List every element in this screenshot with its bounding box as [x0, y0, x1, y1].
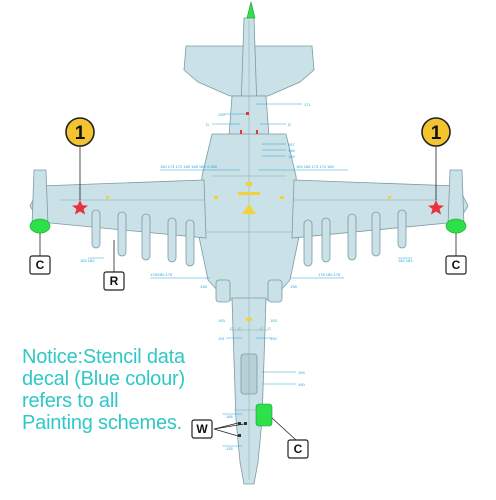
callout-r-label: R: [110, 274, 119, 288]
callout-1-right: 1: [421, 117, 451, 200]
stencil-196: 196: [288, 148, 295, 153]
stencil-197: 197: [288, 142, 295, 147]
stencil-192: 192: [270, 336, 277, 341]
store-right-5: [397, 209, 407, 249]
nose-panel-green: [255, 403, 273, 427]
stencil-c4: C: [268, 326, 271, 331]
stencil-c2: C: [238, 326, 241, 331]
stencil-under-left: 183 182: [80, 258, 95, 263]
stencil-190: 190: [298, 382, 305, 387]
left-wingtip-pod: [31, 169, 49, 227]
notice-line-1: Notice:Stencil data: [22, 346, 185, 368]
callout-c-right: C: [445, 233, 467, 275]
stencil-wing-row-left: 160 174 172 169 168 169 4 168: [160, 164, 217, 169]
panel-lines: [60, 20, 438, 480]
yellow-markings: [106, 182, 391, 321]
stencil-c1: C: [230, 326, 233, 331]
callout-1-left: 1: [65, 117, 95, 200]
stencil-labels: 171 139 D D 197 196 189 160 174 172 169 …: [80, 102, 413, 451]
fin-tip-green: [246, 1, 256, 19]
callout-c-left-label: C: [36, 258, 45, 272]
stencil-leaders: [88, 103, 412, 447]
stencil-189: 189: [288, 154, 295, 159]
stencil-lower-left: 178/180 175: [150, 272, 173, 277]
store-left-3: [141, 213, 151, 261]
stencil-194: 194: [298, 370, 305, 375]
right-red-star: [428, 200, 444, 215]
right-wingtip-pod: [447, 169, 465, 227]
stencil-d-right: D: [288, 122, 291, 127]
notice-line-4: Painting schemes.: [22, 412, 183, 434]
stencil-171: 171: [304, 102, 311, 107]
callout-1-right-label: 1: [431, 123, 442, 144]
notice-line-2: decal (Blue colour): [22, 368, 185, 390]
store-right-4: [371, 211, 381, 257]
notice-line-3: refers to all: [22, 390, 119, 412]
callout-w-label: W: [196, 422, 208, 436]
store-left-1: [185, 219, 195, 267]
left-intake: [215, 279, 231, 303]
callout-c-nose: C: [271, 417, 309, 459]
stencil-139: 139: [218, 112, 225, 117]
store-left-2: [167, 217, 177, 263]
stencil-notice: Notice:Stencil data decal (Blue colour) …: [22, 346, 222, 434]
store-left-5: [91, 209, 101, 249]
callout-c-left: C: [29, 233, 51, 275]
stencil-135: 135: [226, 446, 233, 451]
callout-c-nose-label: C: [294, 442, 303, 456]
right-intake: [267, 279, 283, 303]
w-markers: [238, 422, 247, 437]
left-red-star: [72, 200, 88, 215]
callout-w: W: [191, 419, 245, 439]
stencil-d-left: D: [206, 122, 209, 127]
stencil-193-right: 193: [270, 318, 277, 323]
store-right-2: [321, 217, 331, 263]
callout-r: R: [103, 240, 125, 291]
stencil-193-left: 193: [218, 318, 225, 323]
stencil-wing-row-right: 169 168 173 174 160: [296, 164, 335, 169]
store-left-4: [117, 211, 127, 257]
left-wingtip-green: [29, 218, 51, 234]
stencil-under-right: 182 183: [398, 258, 413, 263]
red-markings: [240, 112, 258, 134]
callout-1-left-label: 1: [75, 123, 86, 144]
store-right-3: [347, 213, 357, 261]
stencil-gear-left: 138: [200, 284, 207, 289]
stencil-191: 191: [218, 336, 225, 341]
store-right-1: [303, 219, 313, 267]
stencil-186: 186: [226, 414, 233, 419]
callout-c-right-label: C: [452, 258, 461, 272]
stencil-lower-right: 178 180 176: [318, 272, 341, 277]
right-wingtip-green: [445, 218, 467, 234]
stencil-c3: C: [260, 326, 263, 331]
stencil-gear-right: 138: [290, 284, 297, 289]
